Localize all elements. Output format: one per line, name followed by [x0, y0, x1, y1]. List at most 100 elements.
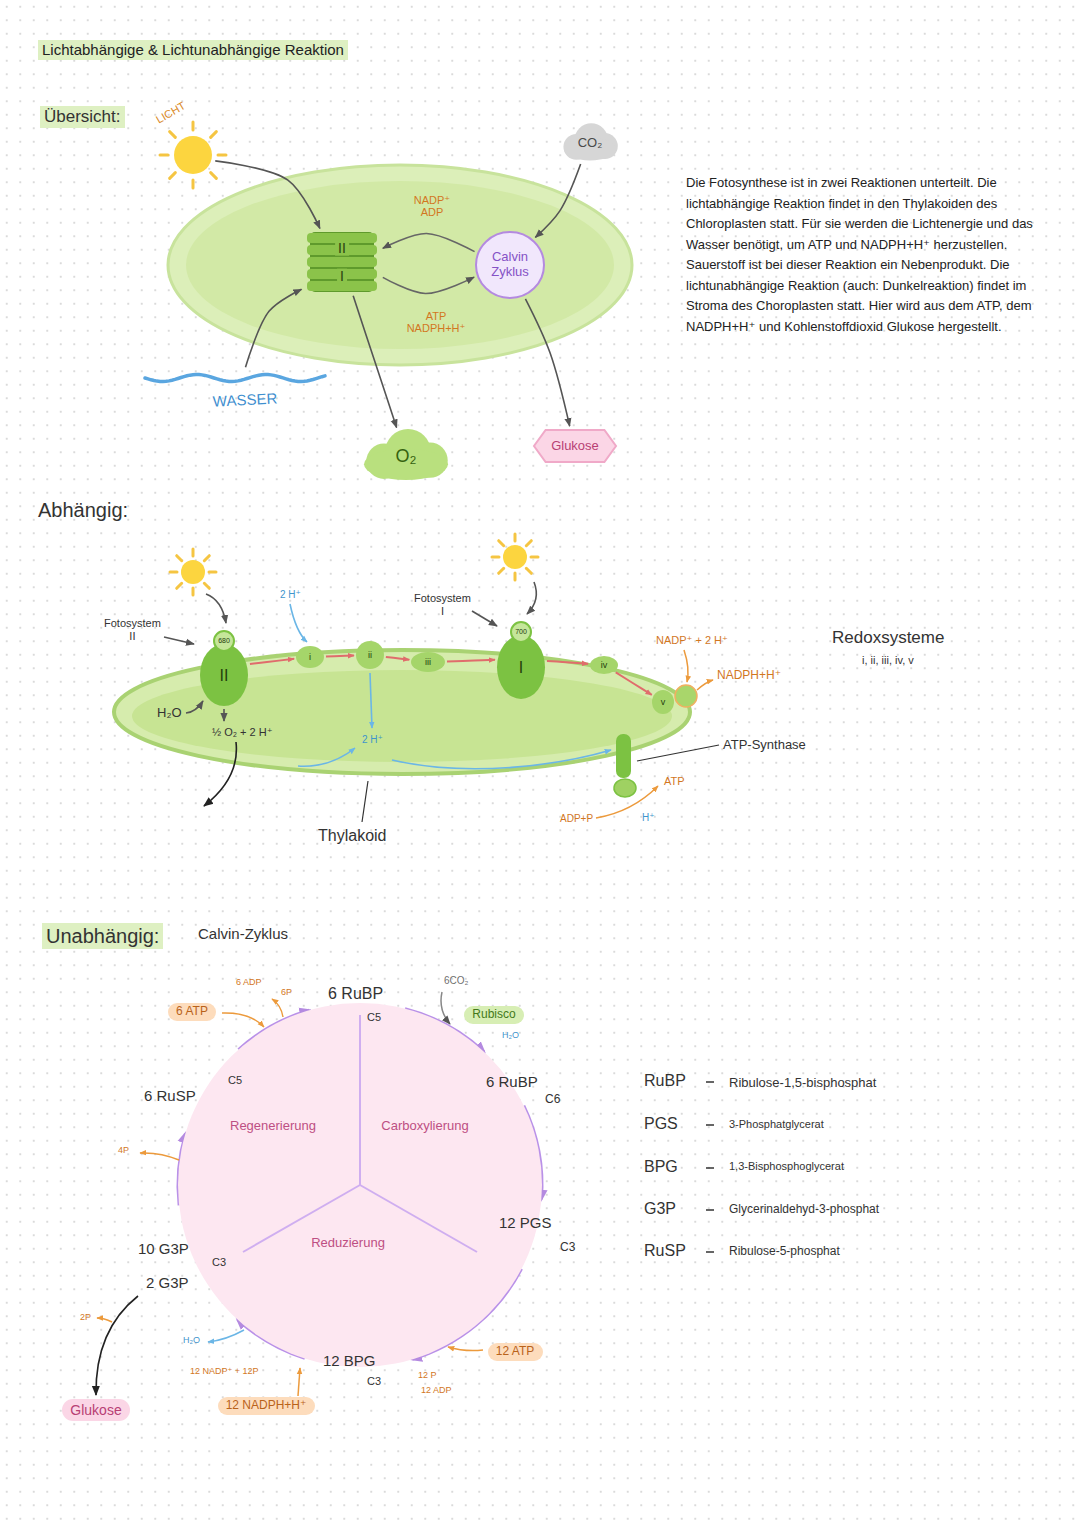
reductase-blob: [675, 685, 697, 707]
molecule-arrow: [208, 1330, 244, 1342]
proton-arrow: [290, 604, 611, 769]
chloroplast: [168, 165, 632, 365]
energy-arrow: [222, 1013, 264, 1027]
energy-pill-shape: [488, 1343, 543, 1361]
ion-label: 2 H⁺: [362, 734, 383, 746]
flow-arrow: [245, 289, 301, 367]
photosystem-shape: [497, 635, 545, 699]
sun-symbol-shape: [160, 154, 168, 157]
sun-symbol: [526, 541, 531, 546]
molecule-label: H₂O: [183, 1335, 200, 1346]
leader-line: [362, 745, 719, 822]
light-arrow: [472, 611, 497, 626]
energy-arrow: [697, 680, 713, 690]
node-text: II: [335, 241, 349, 256]
node-text: iii: [425, 657, 431, 667]
node-text: Glukose: [551, 439, 599, 454]
gas-cloud-shape: [563, 123, 617, 160]
node-text: LICHT: [154, 100, 187, 126]
part-label: Thylakoid: [318, 826, 386, 845]
node-text: II: [220, 668, 229, 685]
enzyme-pill: Rubisco: [464, 1006, 524, 1024]
section-heading: Abhängig:: [38, 498, 128, 522]
abbreviation: G3P: [644, 1199, 676, 1218]
oxygen-arrow: [204, 742, 236, 806]
cycle-circle: Calvin Zyklus: [475, 231, 545, 299]
redox-carrier: ii: [355, 640, 385, 670]
flow-arrow: [383, 277, 474, 293]
energy-arrow: [596, 650, 713, 818]
abbreviation-meaning: 1,3-Bisphosphoglycerat: [729, 1160, 844, 1173]
electron-path: [616, 672, 652, 695]
section-heading: Unabhängig:: [42, 923, 163, 949]
proton-arrow: [298, 748, 355, 766]
electron-path: [386, 657, 409, 660]
section-subtitle: Calvin-Zyklus: [198, 925, 288, 943]
product-hexagon: Glukose: [533, 429, 617, 463]
sun-symbol: [204, 556, 209, 561]
carbon-count: C5: [228, 1074, 242, 1087]
node-text: Calvin Zyklus: [485, 250, 535, 280]
sun-symbol: LICHT: [173, 135, 213, 175]
abbreviation-meaning: 3-Phosphatglycerat: [729, 1118, 824, 1131]
sun-symbol: [177, 556, 182, 561]
dash-mark: [706, 1209, 714, 1211]
cycle-circle-shape: [476, 232, 544, 298]
calvin-cycle-shape: [178, 1003, 542, 1367]
molecule-label: 6 RuSP: [144, 1087, 196, 1105]
molecule-label: 12 ADP: [421, 1385, 452, 1396]
flow-arrow: [383, 234, 475, 252]
redox-carrier: iv: [589, 655, 619, 675]
gas-cloud: O₂: [356, 430, 456, 482]
sun-symbol: [170, 534, 538, 595]
leader-line: [637, 745, 719, 761]
node-text: CO₂: [578, 136, 603, 151]
flow-arrow: [525, 299, 569, 426]
light-arrow: [164, 582, 536, 721]
sun-symbol: [526, 568, 531, 573]
electron-path: [250, 659, 294, 664]
water-band: WASSER: [145, 370, 325, 414]
photosystem: 680II: [199, 627, 249, 707]
light-arrow: [164, 637, 194, 644]
product-pill: Glukose: [62, 1399, 130, 1421]
energy-arrow: [684, 650, 688, 682]
molecule-label: 6 RuBP: [486, 1073, 538, 1091]
sun-symbol: [209, 571, 216, 574]
node-text: 12 ATP: [496, 1345, 534, 1359]
sun-symbol-shape: [211, 173, 217, 179]
sun-symbol: [181, 560, 205, 584]
electron-path: [447, 660, 495, 662]
part-label: Fotosystem II: [104, 617, 161, 642]
molecule-label: 12 NADP⁺ + 12P: [190, 1366, 259, 1377]
photosystem-shape: [214, 631, 234, 651]
node-text: 680: [218, 637, 230, 644]
dash-mark: [706, 1081, 714, 1083]
molecule-label: 6P: [281, 987, 292, 998]
sun-symbol-shape: [192, 180, 195, 188]
calvin-cycle: RegenerierungCarboxylierungReduzierung: [178, 1003, 542, 1367]
water-band-shape: [145, 375, 325, 382]
sun-symbol-shape: [174, 136, 212, 174]
note-text: Die Fotosynthese ist in zwei Reaktionen …: [686, 173, 1036, 337]
sun-symbol: [514, 534, 517, 541]
molecule-label: NADP⁺ + 2 H⁺: [656, 634, 728, 647]
light-arrow: [186, 701, 203, 713]
abbreviation-meaning: Ribulose-1,5-bisphosphat: [729, 1075, 876, 1091]
calvin-cycle-shape: [178, 1003, 542, 1367]
thylakoid-membrane: [114, 650, 690, 774]
sun-symbol-shape: [218, 154, 226, 157]
molecule-label: NADPH+H⁺: [717, 668, 781, 682]
ion-label: H⁺: [642, 812, 655, 824]
molecule-label: 2 G3P: [146, 1274, 189, 1292]
ion-label: 2 H⁺: [280, 589, 301, 601]
energy-arrow: [298, 1368, 300, 1396]
carbon-count: C3: [367, 1375, 381, 1388]
sun-symbol: [531, 556, 538, 559]
molecule-label: 12 BPG: [323, 1352, 376, 1370]
light-arrow: [223, 709, 225, 721]
node-text: WASSER: [212, 390, 277, 409]
page-title: Lichtabhängige & Lichtunabhängige Reakti…: [38, 40, 348, 60]
abbreviation: RuBP: [644, 1071, 686, 1090]
abbreviation-meaning: Ribulose-5-phosphat: [729, 1244, 840, 1258]
